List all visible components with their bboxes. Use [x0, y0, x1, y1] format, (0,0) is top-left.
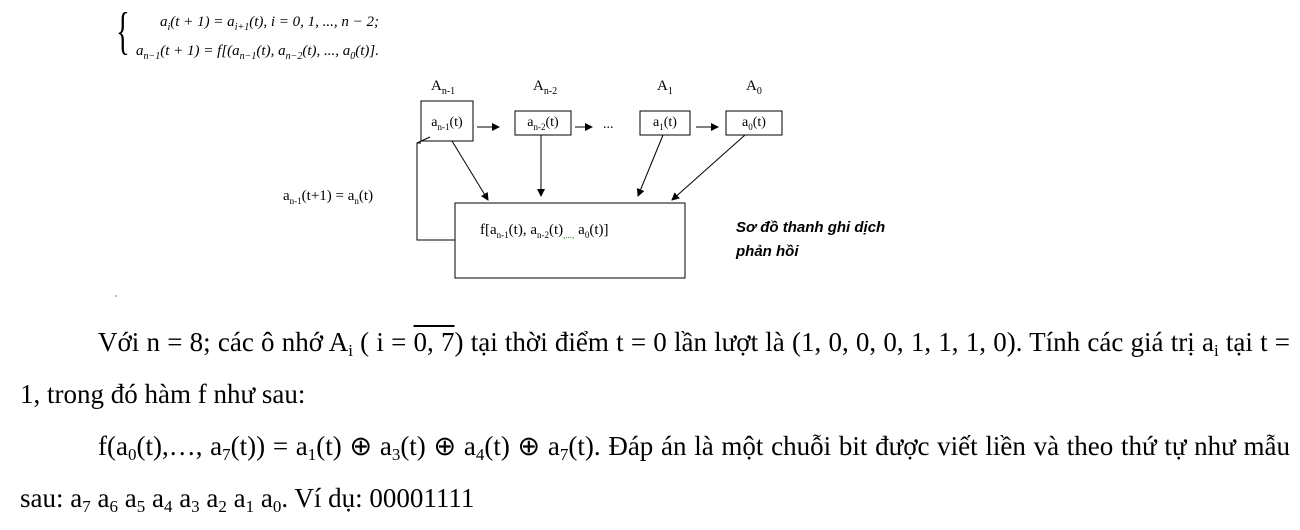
- feedback-line: [416, 142, 455, 241]
- register-ellipsis: ...: [603, 117, 614, 132]
- problem-paragraph-2: f(a0(t),…, a7(t)) = a1(t) ⊕ a3(t) ⊕ a4(t…: [20, 431, 1291, 516]
- caption-line-2: phản hồi: [736, 243, 799, 260]
- feedback-label: an-1(t+1) = an(t): [283, 188, 374, 206]
- problem-text: Với n = 8; các ô nhớ Ai ( i = 0, 7) tại …: [20, 316, 1290, 524]
- function-box: [454, 202, 686, 279]
- diagram-caption: Sơ đồ thanh ghi dịch phản hồi: [736, 216, 996, 264]
- cell-value-a0: a0(t): [742, 115, 766, 132]
- cell-value-an2: an-2(t): [527, 115, 559, 132]
- feedback-tick: [416, 136, 431, 144]
- index-range: 0, 7: [413, 327, 455, 357]
- equation-line-1: ai(t + 1) = ai+1(t), i = 0, 1, ..., n − …: [160, 14, 380, 33]
- shift-register-diagram: { ai(t + 1) = ai+1(t), i = 0, 1, ..., n …: [115, 3, 996, 297]
- equation-line-2: an−1(t + 1) = f[(an−1(t), an−2(t), ..., …: [136, 43, 379, 62]
- function-box-label: f[an-1(t), an-2(t),..., a0(t)]: [480, 222, 609, 240]
- equation-brace: {: [116, 3, 130, 60]
- speck: [115, 295, 117, 297]
- caption-line-1: Sơ đồ thanh ghi dịch: [736, 219, 886, 236]
- register-name-an1: An-1: [431, 78, 456, 97]
- problem-paragraph-1: Với n = 8; các ô nhớ Ai ( i = 0, 7) tại …: [20, 327, 1291, 409]
- register-name-a0: A0: [746, 78, 762, 97]
- feed-arrow-a1: [636, 134, 664, 197]
- feed-arrow-an1: [451, 140, 489, 201]
- register-box-a0: [725, 110, 783, 136]
- register-box-an1: [420, 100, 474, 142]
- diagram-lines: [115, 100, 783, 297]
- feed-arrow-a0: [671, 134, 746, 201]
- register-name-an2: An-2: [533, 78, 558, 97]
- cell-value-a1: a1(t): [653, 115, 677, 132]
- register-box-an2: [514, 110, 572, 136]
- cell-value-an1: an-1(t): [431, 115, 463, 132]
- register-name-a1: A1: [657, 78, 673, 97]
- register-box-a1: [639, 110, 691, 136]
